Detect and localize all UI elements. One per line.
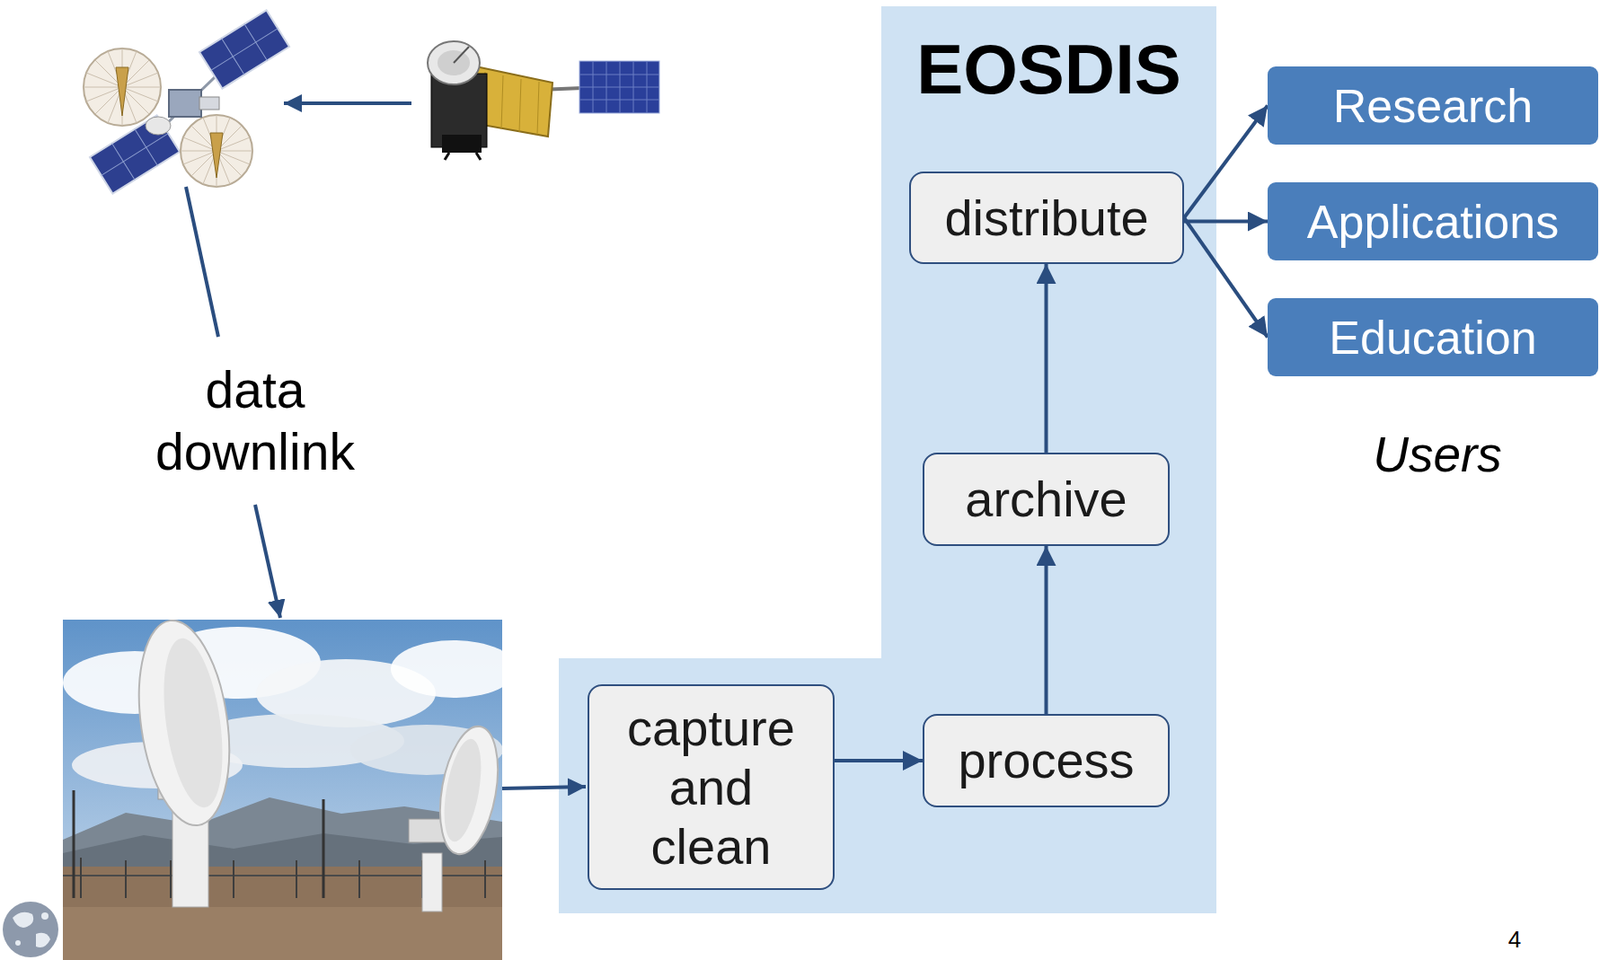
label-holder: data downlink	[138, 359, 372, 484]
downlink-arrow	[255, 504, 281, 619]
flow-arrow	[834, 759, 923, 763]
region-shape	[558, 6, 1217, 914]
region-title: EOSDIS	[881, 33, 1217, 106]
flow-arrow	[1184, 218, 1268, 338]
globe-logo	[2, 901, 59, 958]
box-text: Research	[1333, 79, 1534, 133]
box-text: distribute	[944, 188, 1149, 248]
downlink-line	[185, 186, 219, 337]
relay-arrow	[283, 101, 412, 106]
box-text: capture and clean	[614, 698, 808, 877]
flow-arrow	[1044, 546, 1049, 715]
page-number: 4	[1482, 925, 1547, 955]
ground-station-photo	[62, 619, 503, 960]
system-region: EOSDIS capture and clean process archive dis…	[558, 6, 1217, 914]
box-text: archive	[964, 469, 1128, 530]
earth-observing-spacecraft	[427, 41, 660, 160]
users-label: Users	[1302, 424, 1573, 485]
process-box: distribute	[909, 171, 1185, 265]
label-holder: 4	[1482, 925, 1547, 955]
box-text: Applications	[1307, 194, 1559, 249]
user-box: Research	[1267, 66, 1599, 145]
process-box: process	[922, 714, 1170, 808]
flow-arrow	[1044, 264, 1049, 453]
label-holder: Users	[1302, 424, 1573, 485]
box-text: Education	[1328, 310, 1537, 365]
box-text: process	[957, 731, 1134, 791]
user-box: Education	[1267, 298, 1599, 377]
relay-satellite	[83, 9, 290, 194]
process-box: archive	[922, 452, 1170, 547]
flow-arrow	[1184, 220, 1268, 224]
downlink-label: data downlink	[138, 359, 372, 484]
station-arrow	[502, 786, 586, 789]
user-box: Applications	[1267, 182, 1599, 261]
process-box: capture and clean	[587, 684, 835, 891]
flow-arrow	[1184, 106, 1268, 219]
